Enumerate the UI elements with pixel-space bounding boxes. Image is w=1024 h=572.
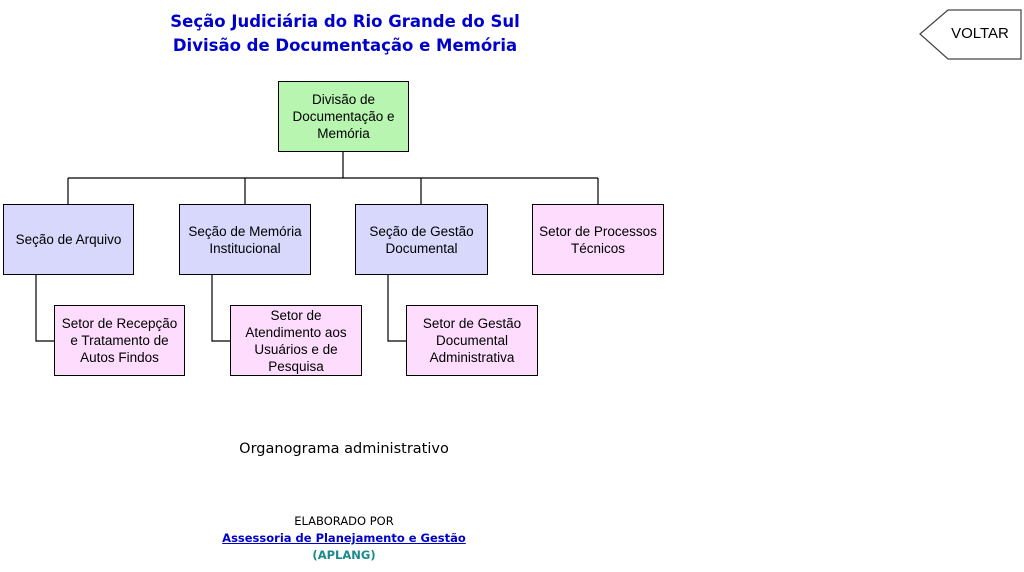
org-setor-node: Setor de Recepção e Tratamento de Autos … [54, 305, 185, 376]
acronym-line: (APLANG) [200, 547, 488, 564]
left-arrow-shape-icon [919, 9, 1022, 60]
aplang-link[interactable]: Assessoria de Planejamento e Gestão [222, 531, 466, 545]
chart-caption: Organograma administrativo [239, 441, 449, 457]
org-section-node: Seção de Gestão Documental [355, 204, 488, 275]
page-title: Seção Judiciária do Rio Grande do Sul Di… [160, 10, 530, 58]
connector-section-3-child [387, 274, 407, 342]
org-root-node: Divisão de Documentação e Memória [278, 81, 409, 152]
acronym-open: ( [312, 548, 318, 562]
title-line-2: Divisão de Documentação e Memória [172, 36, 518, 55]
org-section-node: Seção de Arquivo [3, 204, 134, 275]
elaborated-by-label: ELABORADO POR [294, 514, 394, 528]
connector-section-2-child [211, 274, 231, 342]
credits-block: ELABORADO POR Assessoria de Planejamento… [200, 513, 488, 564]
acronym-label: APLANG [317, 548, 371, 562]
org-setor-node: Setor de Atendimento aos Usuários e de P… [230, 305, 362, 376]
acronym-close: ) [370, 548, 376, 562]
connector-section-1-child [35, 274, 55, 342]
org-section-node: Seção de Memória Institucional [179, 204, 311, 275]
title-line-1: Seção Judiciária do Rio Grande do Sul [170, 12, 520, 31]
org-setor-node: Setor de Gestão Documental Administrativ… [406, 305, 538, 376]
org-setor-node: Setor de Processos Técnicos [532, 204, 664, 275]
voltar-button[interactable]: VOLTAR [918, 8, 1024, 62]
voltar-label: VOLTAR [951, 25, 1009, 42]
